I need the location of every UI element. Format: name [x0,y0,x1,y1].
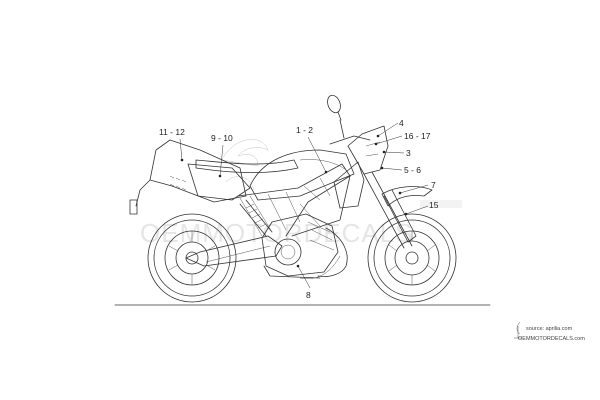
callout-4: 4 [399,118,404,128]
callout-1-2: 1 - 2 [296,125,313,135]
callout-5-6: 5 - 6 [404,165,421,175]
tail-section [129,139,247,215]
front-fork [363,171,417,249]
callout-7: 7 [431,180,436,190]
source-watermark: source: aprilia.com OEMMOTORDECALS.com [514,321,585,342]
rear-wheel [147,213,237,303]
side-panel [187,163,251,201]
seat [195,159,299,173]
front-wheel [367,213,457,303]
callout-leaders [179,122,429,289]
front-fender [381,186,433,207]
callout-3: 3 [406,148,411,158]
callout-9-10: 9 - 10 [211,133,233,143]
handlebar-mirror [327,94,371,145]
brand-logo-icon [514,321,522,339]
exhaust-pipe [317,227,348,277]
source-line: source: aprilia.com [526,326,573,332]
callout-15: 15 [429,200,439,210]
radiator-shroud [333,161,365,209]
engine [261,213,341,280]
swingarm [185,235,283,267]
callout-16-17: 16 - 17 [404,131,431,141]
callout-8: 8 [306,290,311,300]
callout-11-12: 11 - 12 [159,127,185,137]
callout-labels: 11 - 12 9 - 10 1 - 2 4 16 - 17 3 5 - 6 7… [159,118,439,300]
site-line: OEMMOTORDECALS.com [518,336,585,342]
